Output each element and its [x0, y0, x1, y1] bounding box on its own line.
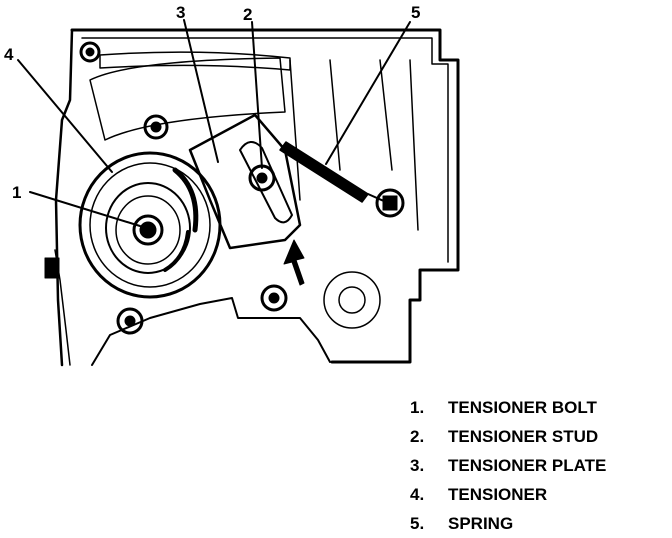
engine-block-left-edge — [54, 28, 74, 367]
legend-number: 1. — [410, 398, 425, 417]
callout-number-5: 5 — [411, 3, 420, 22]
spring-end — [367, 193, 387, 203]
leader-line-5 — [325, 21, 411, 165]
tensioner-plate-slot — [239, 141, 293, 224]
spring — [279, 141, 369, 203]
bolt-lower-left — [116, 307, 144, 335]
block-rib — [289, 59, 301, 201]
legend-label: TENSIONER STUD — [448, 427, 599, 446]
legend-item: 3. TENSIONER PLATE — [410, 451, 606, 480]
leader-line-4 — [17, 59, 113, 173]
bolt-upper — [143, 114, 169, 140]
legend-number: 5. — [410, 514, 425, 533]
leader-line-3 — [183, 19, 219, 163]
block-rib — [409, 59, 419, 231]
legend-label: TENSIONER — [448, 485, 548, 504]
parts-legend: 1. TENSIONER BOLT 2. TENSIONER STUD 3. TENS… — [410, 393, 606, 538]
legend-number: 3. — [410, 456, 425, 475]
callout-number-1: 1 — [12, 183, 21, 202]
callout-number-3: 3 — [176, 3, 185, 22]
legend-label: SPRING — [448, 514, 514, 533]
belt-clip — [44, 257, 60, 279]
engine-block-inner-outline — [81, 37, 449, 263]
legend-label: TENSIONER BOLT — [448, 398, 597, 417]
bolt-lower-middle — [260, 284, 288, 312]
tensioner-bolt — [132, 214, 164, 246]
legend-label: TENSIONER PLATE — [448, 456, 607, 475]
legend-item: 5. SPRING — [410, 509, 606, 538]
tensioner-plate — [188, 113, 302, 250]
legend-item: 2. TENSIONER STUD — [410, 422, 606, 451]
leader-line-2 — [251, 21, 263, 169]
legend-number: 2. — [410, 427, 425, 446]
legend-item: 1. TENSIONER BOLT — [410, 393, 606, 422]
legend-number: 4. — [410, 485, 425, 504]
callout-number-2: 2 — [243, 5, 252, 24]
corner-bolt-top-left — [79, 41, 101, 63]
block-rib — [329, 59, 341, 171]
legend-item: 4. TENSIONER — [410, 480, 606, 509]
leader-line-1 — [29, 191, 141, 227]
upper-housing — [89, 57, 286, 141]
callout-number-4: 4 — [4, 45, 14, 64]
direction-arrow — [283, 239, 305, 286]
engine-block-outline — [70, 28, 460, 364]
block-rib — [379, 59, 393, 171]
idler-pulley — [323, 271, 381, 329]
bolt-right — [375, 188, 405, 218]
